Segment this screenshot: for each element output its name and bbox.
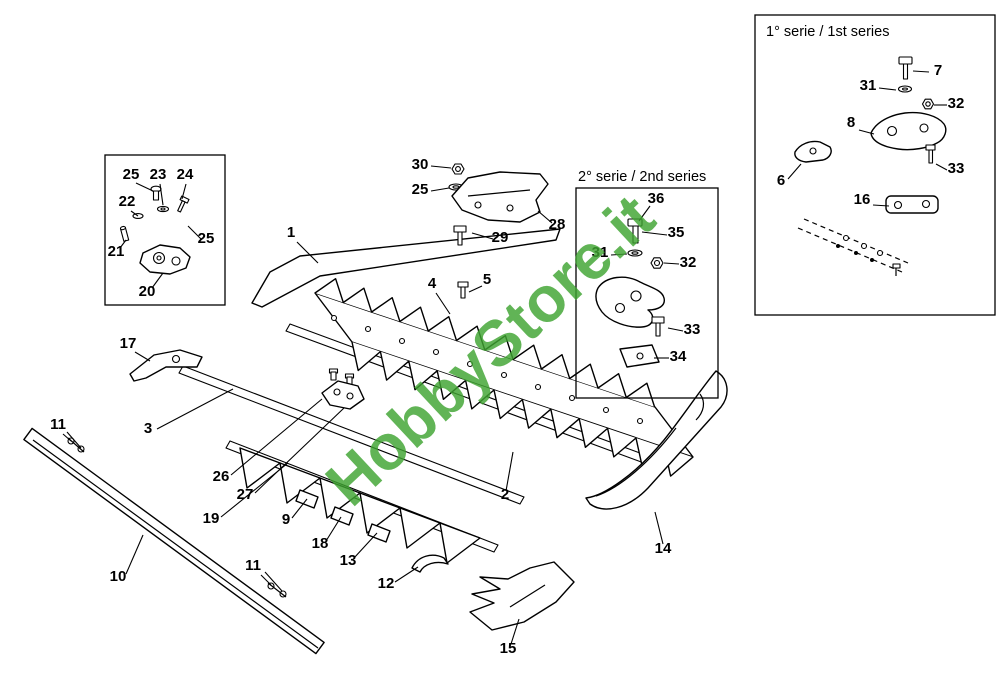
callout-18: 18: [312, 535, 329, 552]
callout-15: 15: [500, 640, 517, 657]
part-21-pin: [119, 225, 130, 242]
callout-36: 36: [648, 190, 665, 207]
part-15-outer-shoe: [469, 561, 575, 631]
callout-12: 12: [378, 575, 395, 592]
part-14-inner-shoe: [585, 370, 728, 510]
part-35-bolt: [627, 218, 643, 244]
callout-5: 5: [483, 271, 491, 288]
second-series-label: 2° serie / 2nd series: [578, 169, 706, 185]
part-16-plate: [885, 195, 939, 214]
first-series-label: 1° serie / 1st series: [766, 24, 889, 40]
callouts: 25 23 24 22 21 20 25 30 25 28 29 1 4 5 1…: [50, 62, 964, 657]
callout-11-b: 11: [245, 557, 261, 574]
part-18-clip: [330, 506, 354, 526]
callout-3: 3: [144, 420, 152, 437]
callout-35: 35: [668, 224, 685, 241]
callout-1: 1: [287, 224, 295, 241]
part-6-bracket: [794, 140, 832, 163]
callout-28: 28: [549, 216, 566, 233]
callout-11-a: 11: [50, 416, 66, 433]
part-5-bolt: [457, 281, 469, 299]
callout-33-b: 33: [684, 321, 701, 338]
inset-box-first-series: [754, 14, 996, 316]
callout-31-b: 31: [592, 244, 609, 261]
callout-10: 10: [110, 568, 127, 585]
callout-32-a: 32: [948, 95, 965, 112]
callout-31-a: 31: [860, 77, 877, 94]
part-17-finger: [129, 349, 203, 382]
callout-19: 19: [203, 510, 220, 527]
callout-26: 26: [213, 468, 230, 485]
callout-9: 9: [282, 511, 290, 528]
inset-box-second-series: [575, 187, 719, 399]
part-32-nut-b: [650, 257, 664, 269]
callout-22: 22: [119, 193, 136, 210]
callout-27: 27: [237, 486, 254, 503]
part-25-screw-a: [150, 185, 162, 201]
inset-box-left: [104, 154, 226, 306]
part-33-screw-a: [925, 144, 936, 164]
part-29-bolt: [453, 225, 467, 246]
callout-7: 7: [934, 62, 942, 79]
callout-25-c: 25: [412, 181, 429, 198]
part-7-bolt: [898, 56, 913, 80]
mounting-bar-reference: [797, 218, 909, 276]
callout-21: 21: [108, 243, 125, 260]
part-34-plate: [619, 344, 660, 368]
callout-23: 23: [150, 166, 167, 183]
callout-32-b: 32: [680, 254, 697, 271]
part-23-washer: [156, 205, 170, 213]
callout-8: 8: [847, 114, 855, 131]
part-1-cover-bar: [251, 228, 561, 308]
part-11-pin-b: [267, 582, 287, 598]
callout-20: 20: [139, 283, 156, 300]
callout-4: 4: [428, 275, 437, 292]
leader-lines: [62, 70, 948, 645]
part-12-clip: [411, 554, 449, 573]
part-36-holder: [595, 276, 665, 328]
callout-25-a: 25: [123, 166, 140, 183]
part-26-27-clamp: [321, 368, 365, 410]
part-28-skid-plate: [451, 171, 549, 223]
part-10-bar: [23, 427, 325, 655]
part-19-knife-back: [225, 440, 499, 564]
part-33-bolt-b: [651, 316, 665, 337]
callout-6: 6: [777, 172, 785, 189]
callout-16: 16: [854, 191, 871, 208]
callout-13: 13: [340, 552, 357, 569]
part-3-support-bar: [178, 365, 525, 505]
callout-17: 17: [120, 335, 137, 352]
cutter-bar-band: [314, 278, 694, 477]
rivet-holes: [330, 314, 644, 425]
callout-29: 29: [492, 229, 509, 246]
part-30-nut: [451, 163, 465, 175]
part-31-washer-a: [897, 85, 913, 93]
part-13-clip: [367, 523, 391, 543]
part-31-washer-b: [627, 249, 643, 257]
callout-2: 2: [501, 486, 509, 503]
callout-33-a: 33: [948, 160, 965, 177]
part-32-nut-a: [921, 98, 935, 110]
part-8-bracket: [870, 111, 947, 151]
part-20-clamp: [139, 244, 191, 275]
callout-34: 34: [670, 348, 687, 365]
callout-30: 30: [412, 156, 429, 173]
callout-14: 14: [655, 540, 672, 557]
callout-25-b: 25: [198, 230, 215, 247]
callout-24: 24: [177, 166, 194, 183]
